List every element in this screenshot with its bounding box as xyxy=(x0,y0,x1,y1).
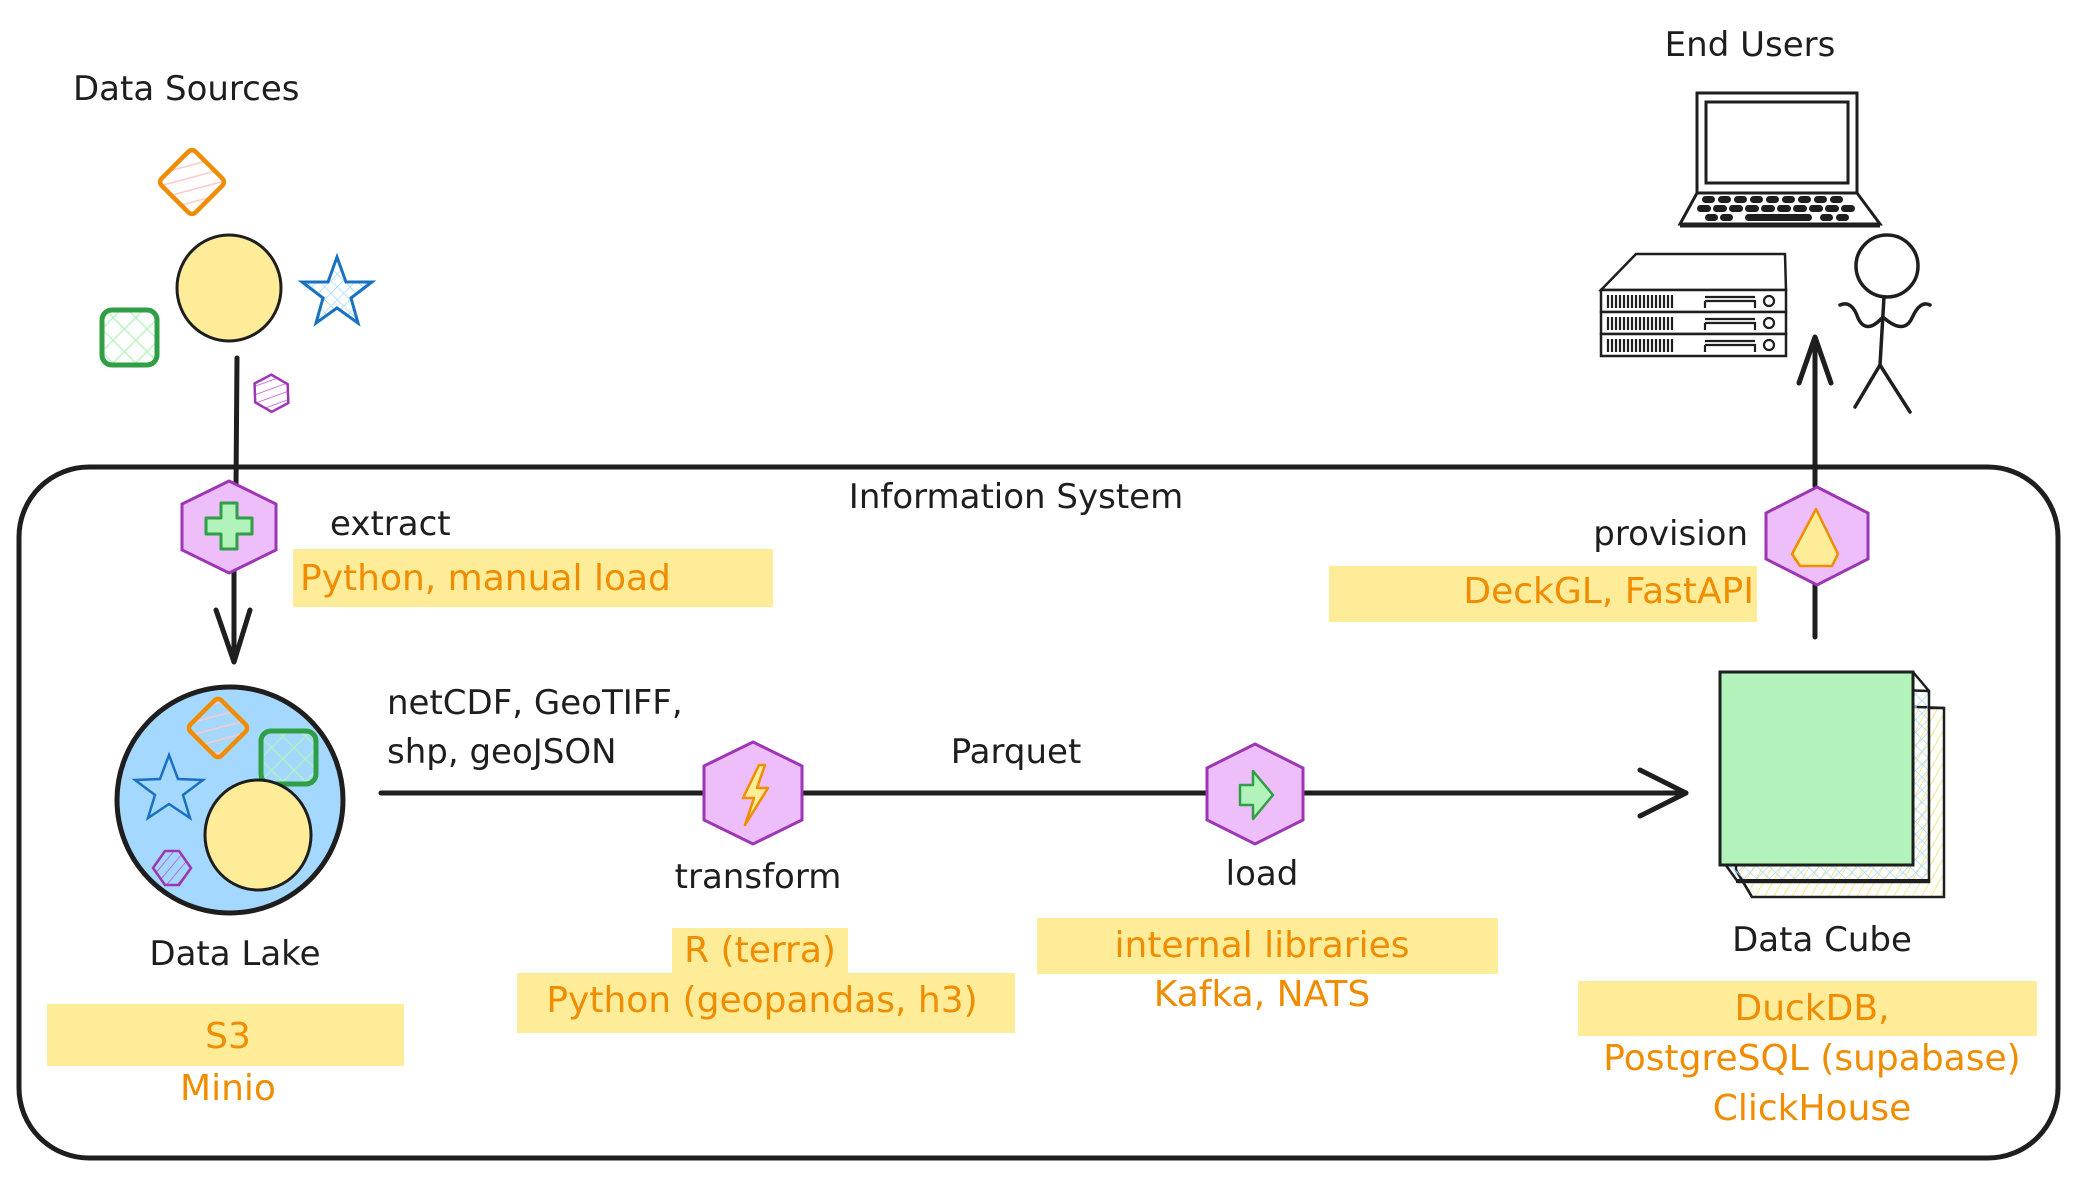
provision-step[interactable]: provision DeckGL, FastAPI xyxy=(1329,485,1870,622)
information-system-label: Information System xyxy=(849,477,1183,517)
square-icon xyxy=(258,728,319,787)
extract-edge xyxy=(213,355,253,665)
data-cube[interactable]: Data Cube DuckDB, PostgreSQL (supabase) … xyxy=(1578,670,2037,1129)
parquet-edge-label: Parquet xyxy=(951,732,1082,772)
transform-step[interactable]: transform R (terra) Python (geopandas, h… xyxy=(517,740,1015,1033)
transform-tool: Python (geopandas, h3) xyxy=(546,980,977,1021)
information-system-container: Information System xyxy=(16,464,2061,1161)
person-icon xyxy=(1838,233,1932,414)
edge-formats-line2: shp, geoJSON xyxy=(387,732,617,772)
provision-edge xyxy=(1796,334,1834,640)
laptop-icon xyxy=(1677,91,1883,228)
end-users-group: End Users xyxy=(1598,25,1932,414)
load-tool: internal libraries xyxy=(1115,925,1410,966)
provision-tool: DeckGL, FastAPI xyxy=(1463,571,1754,612)
data-cube-tool: PostgreSQL (supabase) xyxy=(1603,1038,2020,1079)
transform-label: transform xyxy=(675,857,842,897)
data-lake-tool: Minio xyxy=(180,1068,276,1109)
star-icon xyxy=(297,252,377,327)
circle-icon xyxy=(175,233,283,343)
data-cube-tool: ClickHouse xyxy=(1713,1088,1912,1129)
load-step[interactable]: load internal libraries Kafka, NATS xyxy=(1037,742,1498,1015)
extract-tool: Python, manual load xyxy=(300,558,671,599)
lightning-icon xyxy=(741,763,770,827)
star-icon xyxy=(131,751,207,821)
extract-tools-highlight xyxy=(293,549,773,607)
main-flow-edge xyxy=(378,767,1689,819)
data-lake[interactable]: Data Lake S3 Minio xyxy=(47,684,404,1109)
data-cube-tools-highlight xyxy=(1578,981,2037,1036)
extract-step[interactable]: extract Python, manual load xyxy=(180,479,773,607)
transform-tools-highlight xyxy=(517,973,1015,1033)
data-lake-tool: S3 xyxy=(205,1016,251,1057)
diamond-icon xyxy=(157,147,227,217)
data-cube-tool: DuckDB, xyxy=(1734,988,1889,1029)
end-users-label: End Users xyxy=(1665,25,1836,65)
edge-formats-line1: netCDF, GeoTIFF, xyxy=(387,683,683,723)
data-lake-label: Data Lake xyxy=(149,934,320,974)
pentagon-icon xyxy=(1790,507,1840,568)
load-tool: Kafka, NATS xyxy=(1154,974,1370,1015)
load-tools-highlight xyxy=(1037,918,1498,974)
load-label: load xyxy=(1226,854,1299,894)
transform-tools-highlight xyxy=(672,928,848,978)
diamond-icon xyxy=(186,696,250,760)
data-sources-label: Data Sources xyxy=(73,69,299,109)
data-cube-label: Data Cube xyxy=(1732,920,1912,960)
hexagon-icon xyxy=(253,373,290,414)
plus-icon xyxy=(204,501,254,551)
provision-tools-highlight xyxy=(1329,566,1757,622)
transform-tool: R (terra) xyxy=(684,930,836,971)
provision-label: provision xyxy=(1593,514,1748,554)
server-icon xyxy=(1598,252,1788,358)
data-lake-tools-highlight xyxy=(47,1004,404,1066)
extract-label: extract xyxy=(330,504,451,544)
square-icon xyxy=(99,307,160,368)
data-sources-group: Data Sources xyxy=(73,69,377,414)
hexagon-icon xyxy=(151,849,193,887)
cube-front-face[interactable] xyxy=(1718,670,1915,867)
lake-to-transform-label: netCDF, GeoTIFF, shp, geoJSON xyxy=(387,683,683,772)
circle-icon xyxy=(203,778,313,892)
arrow-right-icon xyxy=(1238,769,1275,821)
